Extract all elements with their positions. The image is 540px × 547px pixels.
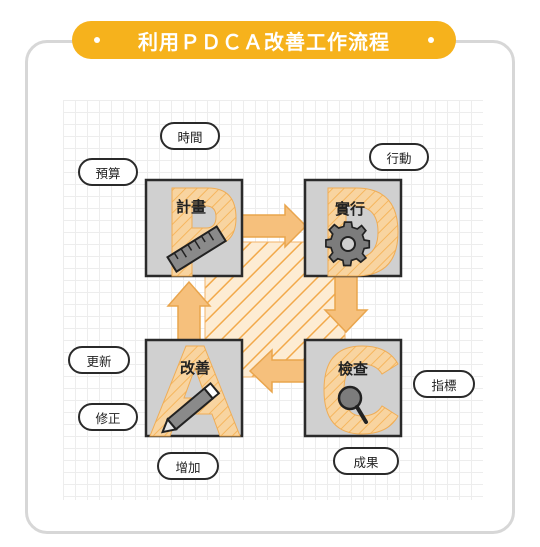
- magnifier-icon: [337, 385, 368, 424]
- tag-indicator: 指標: [413, 370, 475, 398]
- plan-label: 計畫: [176, 198, 207, 216]
- title-dot-left: [94, 37, 100, 43]
- arrow-act-to-plan: [166, 280, 212, 341]
- arrow-check-to-act: [248, 348, 307, 394]
- plan-box: [144, 178, 244, 278]
- do-box: [303, 178, 403, 278]
- tag-update: 更新: [68, 346, 130, 374]
- arrow-do-to-check: [323, 275, 369, 334]
- title-banner: 利用ＰＤＣＡ改善工作流程: [72, 21, 456, 59]
- act-box: [144, 338, 244, 438]
- tag-action: 行動: [369, 143, 429, 171]
- page-title: 利用ＰＤＣＡ改善工作流程: [138, 29, 390, 54]
- gear-icon: [325, 221, 371, 267]
- tag-result: 成果: [333, 447, 399, 475]
- tag-increase: 增加: [157, 452, 219, 480]
- tag-time: 時間: [160, 122, 220, 150]
- ruler-icon: [166, 225, 228, 274]
- title-dot-right: [428, 37, 434, 43]
- act-label: 改善: [180, 359, 211, 377]
- check-box: [303, 338, 403, 438]
- letter-c-shape: [323, 345, 399, 435]
- do-label: 實行: [335, 200, 366, 218]
- tag-correct: 修正: [78, 403, 138, 431]
- tag-budget: 預算: [78, 158, 138, 186]
- pencil-icon: [160, 381, 221, 434]
- check-label: 檢查: [338, 360, 369, 378]
- arrow-plan-to-do: [239, 203, 308, 249]
